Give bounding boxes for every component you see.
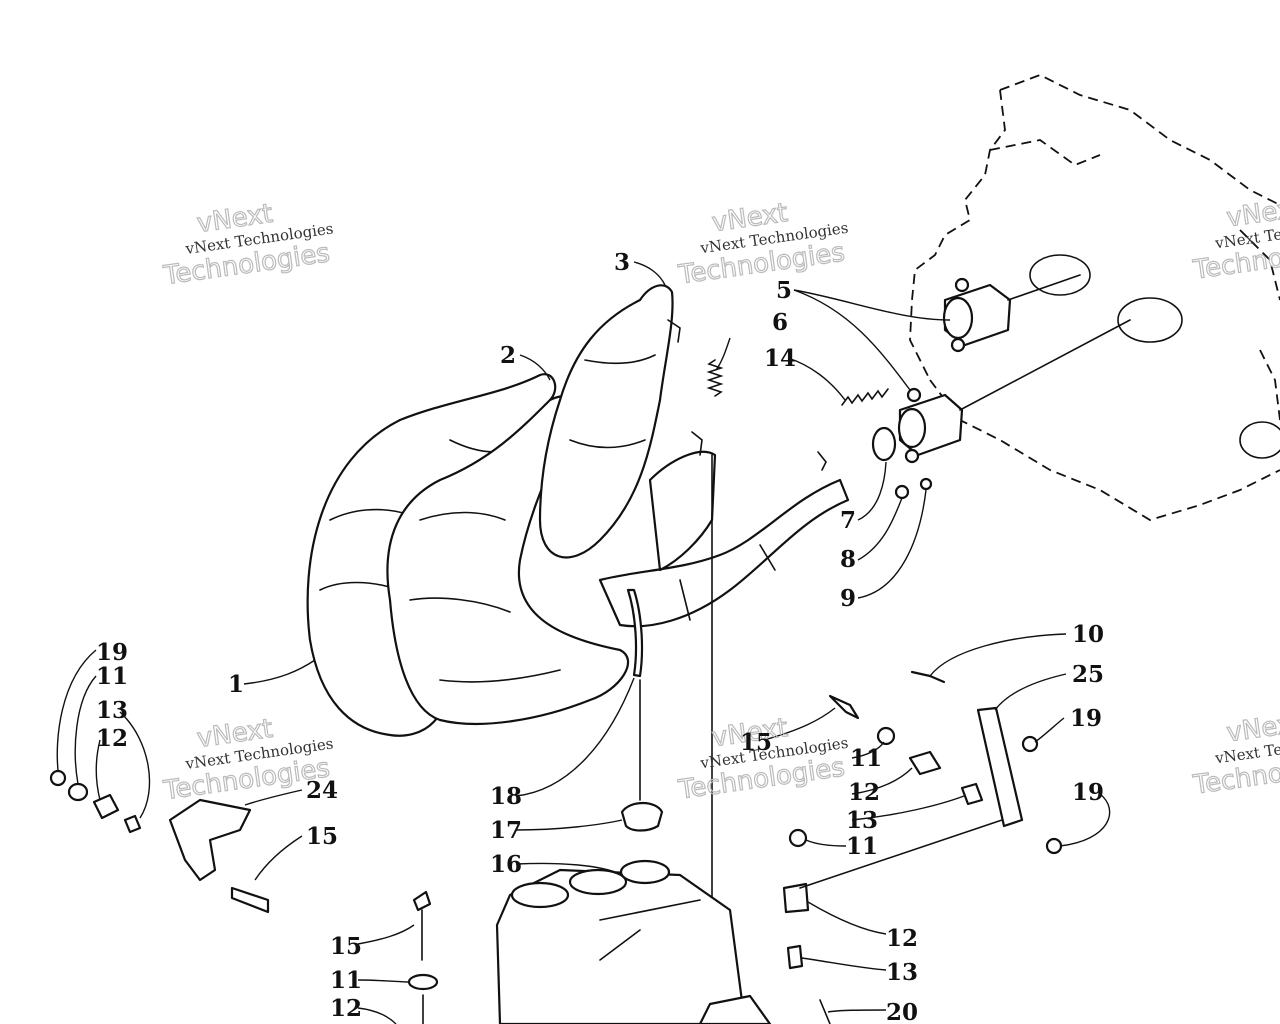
hanger-brackets	[667, 319, 827, 471]
callout-19-right-upper: 19	[1070, 705, 1102, 732]
watermark-6: vNext vNext Technologies Technologies	[1190, 708, 1280, 802]
callout-25: 25	[1072, 661, 1104, 688]
callout-11-mid: 11	[850, 745, 882, 772]
callout-12-lower: 12	[330, 995, 362, 1022]
lower-bolt-stack	[407, 890, 439, 1024]
callout-9: 9	[840, 585, 856, 612]
callout-19-left: 19	[96, 639, 128, 666]
left-mount-bracket	[49, 769, 270, 914]
callout-15-mid: 15	[740, 729, 772, 756]
watermark-3: vNext vNext Technologies Technologies	[1190, 193, 1280, 287]
expansion-chamber-front	[386, 395, 630, 725]
callout-12-lower-right: 12	[886, 925, 918, 952]
exhaust-pipe-y	[598, 450, 850, 628]
right-mount-bracket	[782, 670, 1063, 970]
band-clamp	[626, 588, 644, 678]
watermark-1: vNext vNext Technologies Technologies	[161, 198, 335, 292]
callout-13-lower-right: 13	[886, 959, 918, 986]
callout-11-lower: 11	[330, 967, 362, 994]
exhaust-flange-upper	[942, 277, 1012, 353]
callout-7: 7	[840, 507, 856, 534]
expansion-chamber-top	[538, 284, 674, 559]
callout-24: 24	[306, 777, 338, 804]
callout-14: 14	[764, 345, 796, 372]
engine-outline	[909, 74, 1280, 521]
muffler-canister	[495, 859, 747, 1024]
callout-11-lower-right: 11	[846, 833, 878, 860]
callout-15-lower: 15	[330, 933, 362, 960]
gasket-ring	[871, 426, 897, 462]
callout-10: 10	[1072, 621, 1104, 648]
callout-16: 16	[490, 851, 522, 878]
callout-1: 1	[228, 671, 244, 698]
callouts: 1 2 3 5 6 14 7 8 9 10 25 19 19 15 11 12 …	[96, 249, 1104, 1024]
callout-12-mid: 12	[848, 779, 880, 806]
callout-11-left: 11	[96, 663, 128, 690]
callout-13-mid: 13	[846, 807, 878, 834]
grommet	[620, 801, 664, 832]
callout-2: 2	[500, 342, 516, 369]
callout-5: 5	[776, 277, 792, 304]
callout-19-right-lower: 19	[1072, 779, 1104, 806]
spring-vertical	[706, 359, 724, 397]
exhaust-flange-lower	[897, 387, 964, 464]
callout-17: 17	[490, 817, 522, 844]
callout-18: 18	[490, 783, 522, 810]
callout-3: 3	[614, 249, 630, 276]
callout-15-left: 15	[306, 823, 338, 850]
callout-8: 8	[840, 546, 856, 573]
callout-13-left: 13	[96, 697, 128, 724]
callout-6: 6	[772, 309, 788, 336]
spring-angled	[841, 388, 889, 406]
bottom-component	[698, 994, 831, 1024]
watermark-2: vNext vNext Technologies Technologies	[675, 197, 849, 291]
leader-lines	[56, 261, 1111, 1024]
callout-12-left: 12	[96, 725, 128, 752]
callout-20: 20	[886, 999, 918, 1024]
